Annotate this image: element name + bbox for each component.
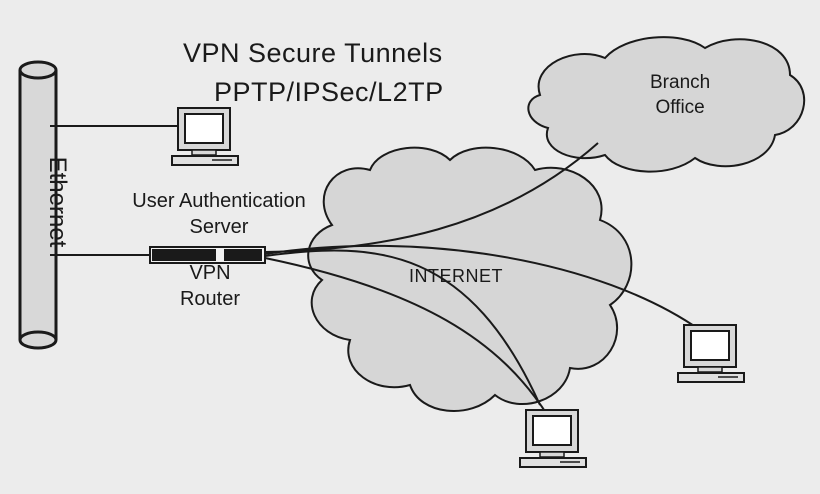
tunnel-to-branch-office: [264, 142, 599, 253]
ethernet-label: Ethernet: [44, 156, 71, 248]
tunnel-to-remote-pc-bottom: [264, 257, 549, 417]
internet-label: INTERNET: [409, 266, 503, 286]
authentication-server-computer-icon: [171, 107, 239, 166]
diagram-title-line2: PPTP/IPSec/L2TP: [214, 77, 444, 107]
auth-server-label-line2: Server: [189, 216, 249, 238]
branch-office-label-line1: Branch: [650, 72, 711, 93]
diagram-title-line1: VPN Secure Tunnels: [183, 38, 443, 68]
auth-server-label-line1: User Authentication: [132, 190, 306, 212]
branch-office-label-line2: Office: [655, 97, 705, 118]
tunnel-to-remote-pc-bottom-2: [264, 249, 541, 406]
remote-computer-bottom-icon: [519, 409, 587, 468]
vpn-router-label-line2: Router: [179, 288, 241, 310]
tunnel-to-remote-pc-right: [264, 244, 701, 331]
branch-office-label: Branch Office: [650, 70, 710, 120]
branch-office-cloud: [527, 36, 806, 173]
vpn-router-label-line1: VPN: [189, 262, 231, 284]
vpn-router-icon: [149, 246, 266, 264]
vpn-router-label: VPN Router: [165, 260, 255, 312]
ethernet-cylinder: [18, 60, 58, 350]
internet-cloud: [307, 146, 633, 412]
auth-server-label: User Authentication Server: [99, 188, 339, 240]
remote-computer-right-icon: [677, 324, 745, 383]
